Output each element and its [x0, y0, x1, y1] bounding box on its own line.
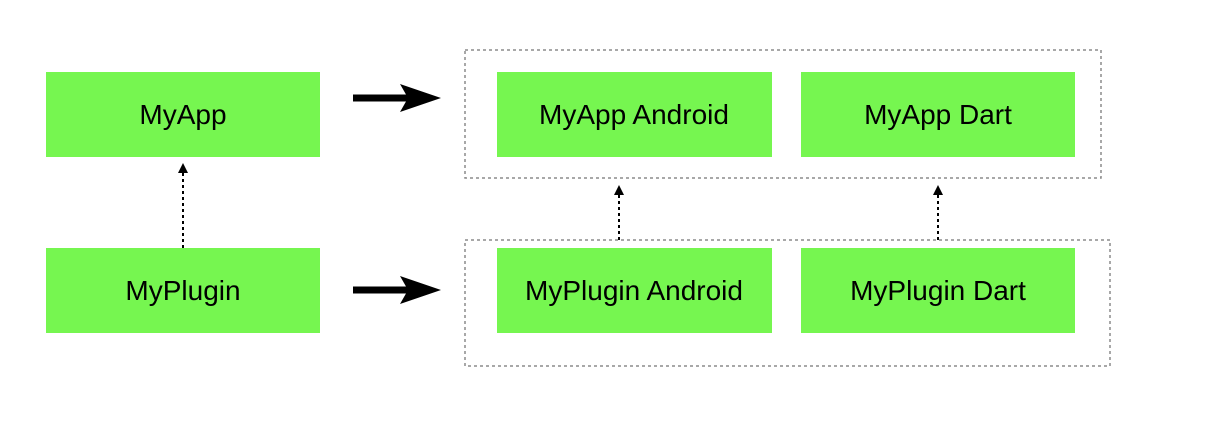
node-myapp-dart-label: MyApp Dart	[864, 99, 1012, 130]
edge-myapp-to-components-head	[400, 84, 441, 112]
node-myapp-dart: MyApp Dart	[801, 72, 1075, 157]
node-myplugin-android: MyPlugin Android	[497, 248, 772, 333]
node-myapp-android: MyApp Android	[497, 72, 772, 157]
node-myapp-android-box	[497, 72, 772, 157]
node-myapp-dart-box	[801, 72, 1075, 157]
node-myapp: MyApp	[46, 72, 320, 157]
node-myapp-android-label: MyApp Android	[539, 99, 729, 130]
node-myapp-label: MyApp	[139, 99, 226, 130]
myapp-components-group	[464, 49, 1102, 179]
node-myapp-box	[46, 72, 320, 157]
node-myplugin: MyPlugin	[46, 248, 320, 333]
node-myplugin-android-label: MyPlugin Android	[525, 275, 743, 306]
node-myplugin-android-box	[497, 248, 772, 333]
node-myplugin-dart-label: MyPlugin Dart	[850, 275, 1026, 306]
edge-myplugin-to-components-head	[400, 276, 441, 304]
edge-myplugin-to-components	[353, 276, 441, 304]
myplugin-components-group	[464, 239, 1111, 367]
node-myplugin-box	[46, 248, 320, 333]
node-myplugin-label: MyPlugin	[125, 275, 240, 306]
edge-myapp-to-components	[353, 84, 441, 112]
node-myplugin-dart: MyPlugin Dart	[801, 248, 1075, 333]
node-myplugin-dart-box	[801, 248, 1075, 333]
